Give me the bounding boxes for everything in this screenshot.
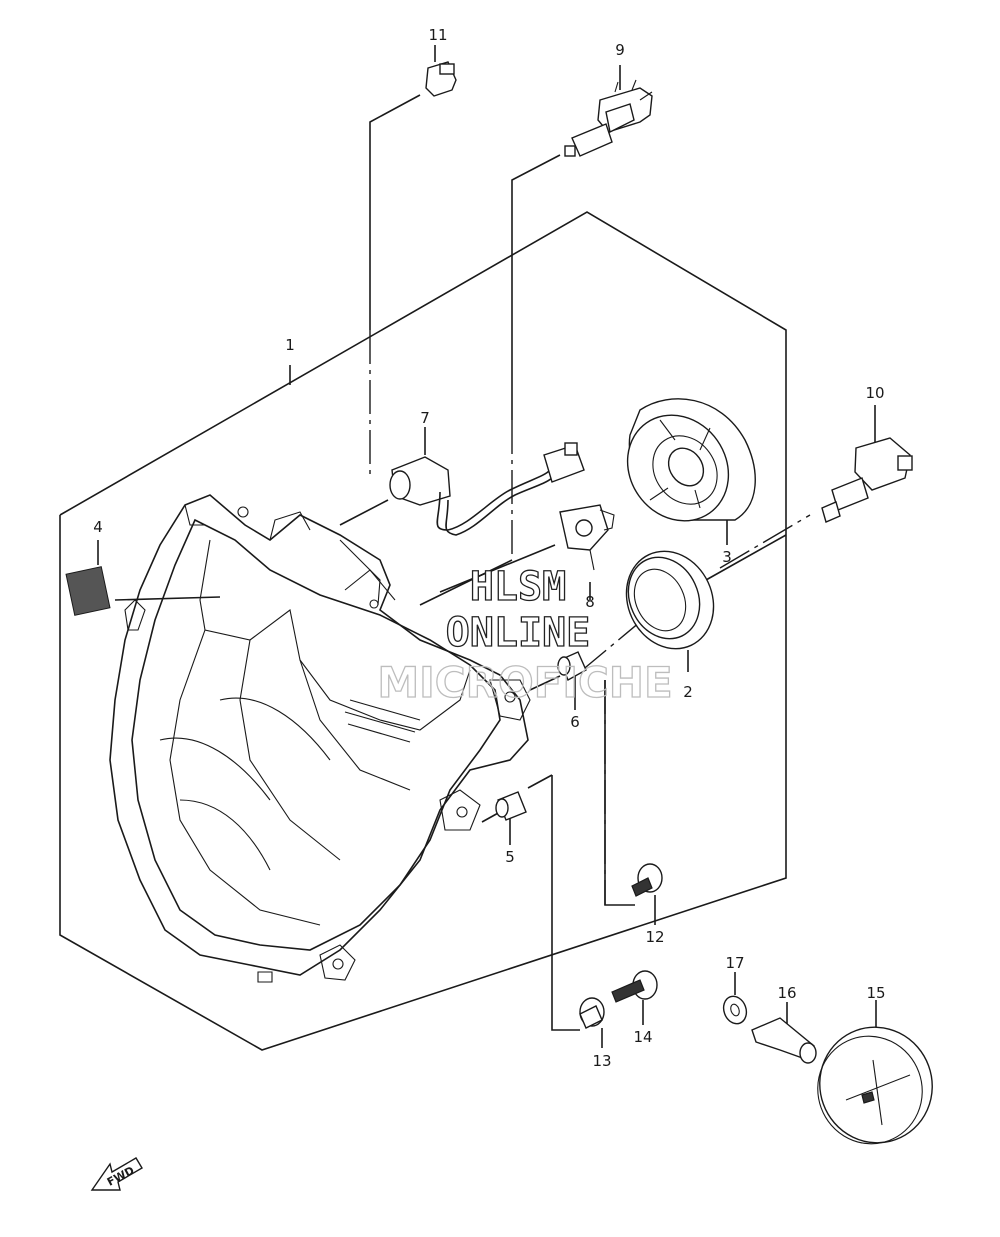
fwd-arrow-icon: FWD	[90, 1157, 143, 1191]
callout-13: 13	[592, 1052, 611, 1070]
assembly-frame	[59, 211, 787, 1051]
callout-12: 12	[645, 928, 664, 946]
callout-16: 16	[777, 984, 796, 1002]
screw-12[interactable]	[631, 863, 663, 897]
adjust-screw-14[interactable]	[611, 970, 658, 1003]
protective-cap-15[interactable]	[803, 1011, 949, 1158]
callout-9: 9	[615, 41, 625, 59]
callout-4: 4	[93, 518, 103, 536]
callout-15: 15	[866, 984, 885, 1002]
watermark-line-3: MICROFICHE	[377, 658, 672, 707]
callout-5: 5	[505, 848, 515, 866]
callout-10: 10	[865, 384, 884, 402]
callout-6: 6	[570, 713, 580, 731]
washer-17[interactable]	[720, 993, 750, 1027]
watermark-line-2: ONLINE	[446, 610, 591, 656]
bulb-socket-8[interactable]	[559, 504, 615, 571]
leader-lines	[97, 45, 877, 1048]
position-bulb-11[interactable]	[425, 61, 457, 97]
nut-13[interactable]	[579, 997, 605, 1029]
callouts: 1 2 3 4 5 6 7 8 9 10 11 12 13 14 15 16 1…	[93, 26, 885, 1070]
callout-1: 1	[285, 336, 295, 354]
watermark-line-1: HLSM	[470, 564, 566, 610]
seal-cap-2[interactable]	[611, 537, 729, 663]
headlight-housing[interactable]	[109, 494, 531, 983]
reflector-label-4[interactable]	[65, 566, 111, 616]
callout-2: 2	[683, 683, 693, 701]
callout-11: 11	[428, 26, 447, 44]
grommet-5[interactable]	[495, 791, 527, 821]
spacer-bolt-16[interactable]	[751, 1017, 817, 1064]
callout-17: 17	[725, 954, 744, 972]
cushion-6[interactable]	[557, 651, 587, 681]
callout-7: 7	[420, 409, 430, 427]
socket-harness-7[interactable]	[389, 427, 585, 536]
callout-14: 14	[633, 1028, 652, 1046]
callout-8: 8	[585, 593, 595, 611]
watermark: HLSM ONLINE MICROFICHE	[377, 563, 674, 707]
bulb-10[interactable]	[821, 437, 913, 523]
bulb-cover-3[interactable]	[607, 395, 756, 540]
bulb-9[interactable]	[564, 79, 653, 157]
callout-3: 3	[722, 548, 732, 566]
